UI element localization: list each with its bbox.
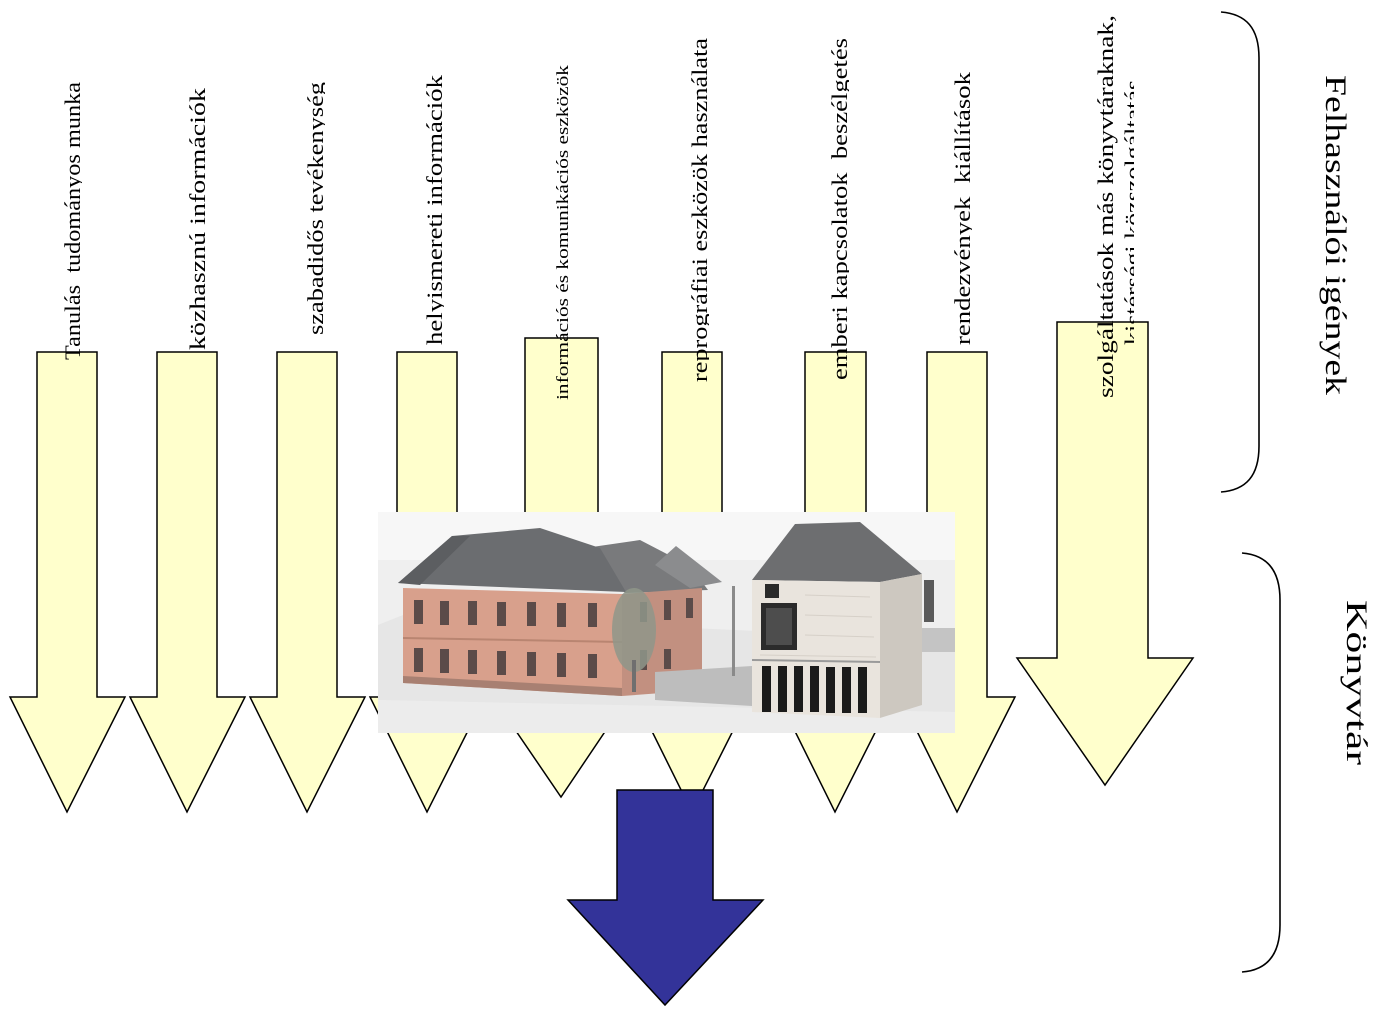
need-label-7-wrap: emberi kapcsolatok beszélgetés	[827, 38, 852, 380]
need-label-6: reprográfiai eszközök használata	[687, 38, 712, 382]
texture-line	[804, 614, 873, 618]
window	[588, 603, 597, 627]
texture-line	[759, 654, 877, 658]
lamp-post	[732, 586, 735, 676]
window	[557, 653, 566, 677]
modern-building-side	[880, 574, 922, 718]
need-label-2-wrap: közhasznú információk	[185, 88, 210, 350]
need-label-2: közhasznú információk	[185, 88, 210, 350]
need-label-8: rendezvények kiállítások	[950, 72, 975, 345]
need-labels: Tanulás tudományos munka közhasznú infor…	[60, 15, 1145, 400]
window	[588, 654, 597, 678]
modern-building-slots	[762, 666, 867, 713]
texture-line	[804, 594, 871, 598]
window	[664, 649, 671, 669]
need-label-3-wrap: szabadidős tevékenység	[303, 82, 328, 335]
window	[497, 602, 506, 626]
need-arrow-2	[128, 351, 247, 814]
window	[527, 652, 536, 676]
need-label-7: emberi kapcsolatok beszélgetés	[827, 38, 852, 380]
window	[414, 600, 423, 624]
modern-building-band	[751, 659, 881, 663]
modern-building-window-glass	[766, 608, 792, 645]
chimney	[924, 580, 934, 622]
need-label-5: információs és komunikációs eszközök	[553, 64, 572, 400]
modern-building-roof	[752, 522, 922, 582]
old-building-windows	[414, 598, 693, 678]
need-label-6-wrap: reprográfiai eszközök használata	[687, 38, 712, 382]
library-brace	[1241, 552, 1281, 973]
needs-brace	[1220, 11, 1260, 493]
slot-window	[778, 666, 787, 712]
window	[440, 601, 449, 625]
window	[468, 601, 477, 625]
old-building-facade	[403, 588, 622, 696]
library-heading: Könyvtár	[1340, 600, 1373, 765]
old-building-base	[403, 676, 622, 696]
tree-trunk	[632, 660, 636, 692]
back-wall	[922, 628, 955, 652]
old-building-tower-roof	[655, 546, 722, 588]
need-label-1-wrap: Tanulás tudományos munka	[60, 82, 85, 360]
need-label-4: helyismereti információk	[422, 75, 447, 345]
need-label-4-wrap: helyismereti információk	[422, 75, 447, 345]
slot-window	[842, 667, 851, 713]
need-arrow-1	[8, 351, 127, 814]
need-arrow-9	[1015, 321, 1195, 787]
need-label-9-line2: kistérségi közszolgáltatás	[1120, 80, 1145, 345]
need-label-1: Tanulás tudományos munka	[60, 82, 85, 360]
window	[664, 600, 671, 620]
slot-window	[794, 666, 803, 712]
slot-window	[762, 666, 771, 712]
need-label-3: szabadidős tevékenység	[303, 82, 328, 335]
low-wall	[655, 666, 752, 706]
need-arrow-3	[248, 351, 367, 814]
needs-heading: Felhasználói igények	[1319, 75, 1352, 395]
modern-building-small-window	[765, 584, 779, 598]
window	[557, 603, 566, 627]
slot-window	[826, 667, 835, 713]
tree	[612, 588, 656, 672]
window	[440, 649, 449, 673]
window	[497, 651, 506, 675]
need-label-8-wrap: rendezvények kiállítások	[950, 72, 975, 345]
photo-road	[378, 700, 955, 733]
window	[527, 602, 536, 626]
need-label-9: szolgáltatások más könyvtáraknak,	[1093, 15, 1118, 398]
slot-window	[858, 667, 867, 713]
need-label-9-line2-wrap: kistérségi közszolgáltatás	[1120, 80, 1145, 345]
output-arrow	[566, 789, 765, 1007]
texture-line	[804, 634, 875, 638]
slot-window	[810, 666, 819, 712]
old-building-roof-shade	[398, 536, 470, 585]
window	[468, 650, 477, 674]
need-label-5-wrap: információs és komunikációs eszközök	[553, 64, 572, 400]
library-building-photo	[378, 512, 955, 733]
stone-texture	[759, 594, 877, 658]
window	[686, 598, 693, 618]
old-building-cornice	[402, 637, 623, 643]
window	[414, 648, 423, 672]
